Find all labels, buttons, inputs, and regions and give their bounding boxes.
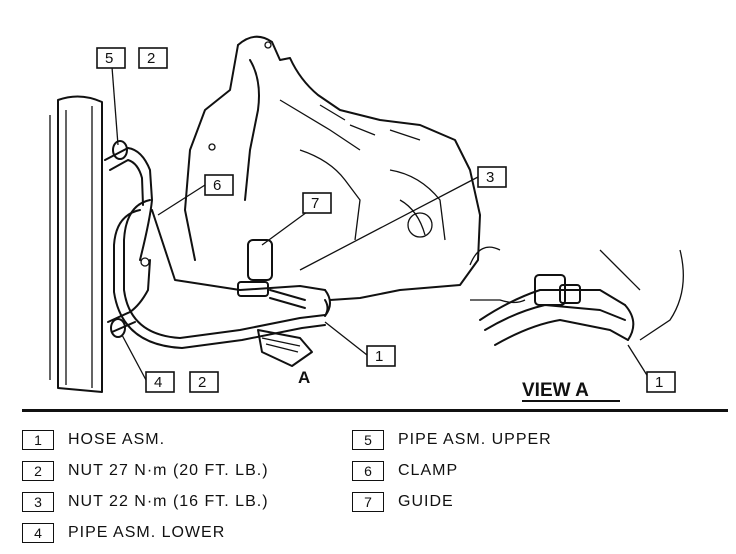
- legend-item: 6 CLAMP: [352, 455, 552, 486]
- legend-left: 1 HOSE ASM. 2 NUT 27 N·m (20 FT. LB.) 3 …: [22, 424, 269, 548]
- legend-text: CLAMP: [398, 461, 459, 479]
- callout-2-bottom: 2: [189, 371, 219, 393]
- svg-text:6: 6: [213, 177, 221, 194]
- legend-text: NUT 22 N·m (16 FT. LB.): [68, 492, 269, 510]
- callout-4: 4: [145, 371, 175, 393]
- svg-text:2: 2: [147, 50, 155, 67]
- callout-1: 1: [366, 345, 396, 367]
- legend-text: HOSE ASM.: [68, 430, 166, 448]
- legend-key: 1: [22, 429, 54, 450]
- arrow-letter: A: [298, 368, 310, 387]
- cooler-pipes: [104, 140, 331, 349]
- view-arrow: A: [257, 329, 313, 387]
- legend-key: 2: [22, 460, 54, 481]
- callout-6: 6: [204, 174, 234, 196]
- legend-key: 6: [352, 460, 384, 481]
- svg-text:5: 5: [105, 50, 113, 67]
- legend-text: PIPE ASM. LOWER: [68, 523, 226, 541]
- legend-key: 5: [352, 429, 384, 450]
- svg-text:7: 7: [311, 195, 319, 212]
- legend-text: NUT 27 N·m (20 FT. LB.): [68, 461, 269, 479]
- svg-text:1: 1: [655, 374, 663, 391]
- svg-text:1: 1: [375, 348, 383, 365]
- legend-item: 4 PIPE ASM. LOWER: [22, 517, 269, 548]
- legend-item: 2 NUT 27 N·m (20 FT. LB.): [22, 455, 269, 486]
- callout-7: 7: [302, 192, 332, 214]
- leader-lines: [111, 66, 651, 381]
- legend-item: 1 HOSE ASM.: [22, 424, 269, 455]
- legend-item: 3 NUT 22 N·m (16 FT. LB.): [22, 486, 269, 517]
- legend-key: 3: [22, 491, 54, 512]
- svg-text:4: 4: [154, 374, 162, 391]
- radiator: [49, 95, 103, 393]
- divider-rule: [22, 409, 728, 412]
- svg-text:2: 2: [198, 374, 206, 391]
- legend-text: GUIDE: [398, 492, 454, 510]
- engine-block: [184, 35, 481, 301]
- view-a-detail: [469, 246, 684, 346]
- callout-2-top: 2: [138, 47, 168, 69]
- callout-3: 3: [477, 166, 507, 188]
- technical-diagram: A 5 2 6 7 3: [49, 35, 684, 402]
- callout-1-view: 1: [646, 371, 676, 393]
- callout-5: 5: [96, 47, 126, 69]
- legend-key: 4: [22, 522, 54, 543]
- legend-key: 7: [352, 491, 384, 512]
- view-a-label: VIEW A: [522, 380, 589, 401]
- legend-text: PIPE ASM. UPPER: [398, 430, 552, 448]
- svg-text:3: 3: [486, 169, 494, 186]
- legend-item: 7 GUIDE: [352, 486, 552, 517]
- legend-right: 5 PIPE ASM. UPPER 6 CLAMP 7 GUIDE: [352, 424, 552, 517]
- legend-item: 5 PIPE ASM. UPPER: [352, 424, 552, 455]
